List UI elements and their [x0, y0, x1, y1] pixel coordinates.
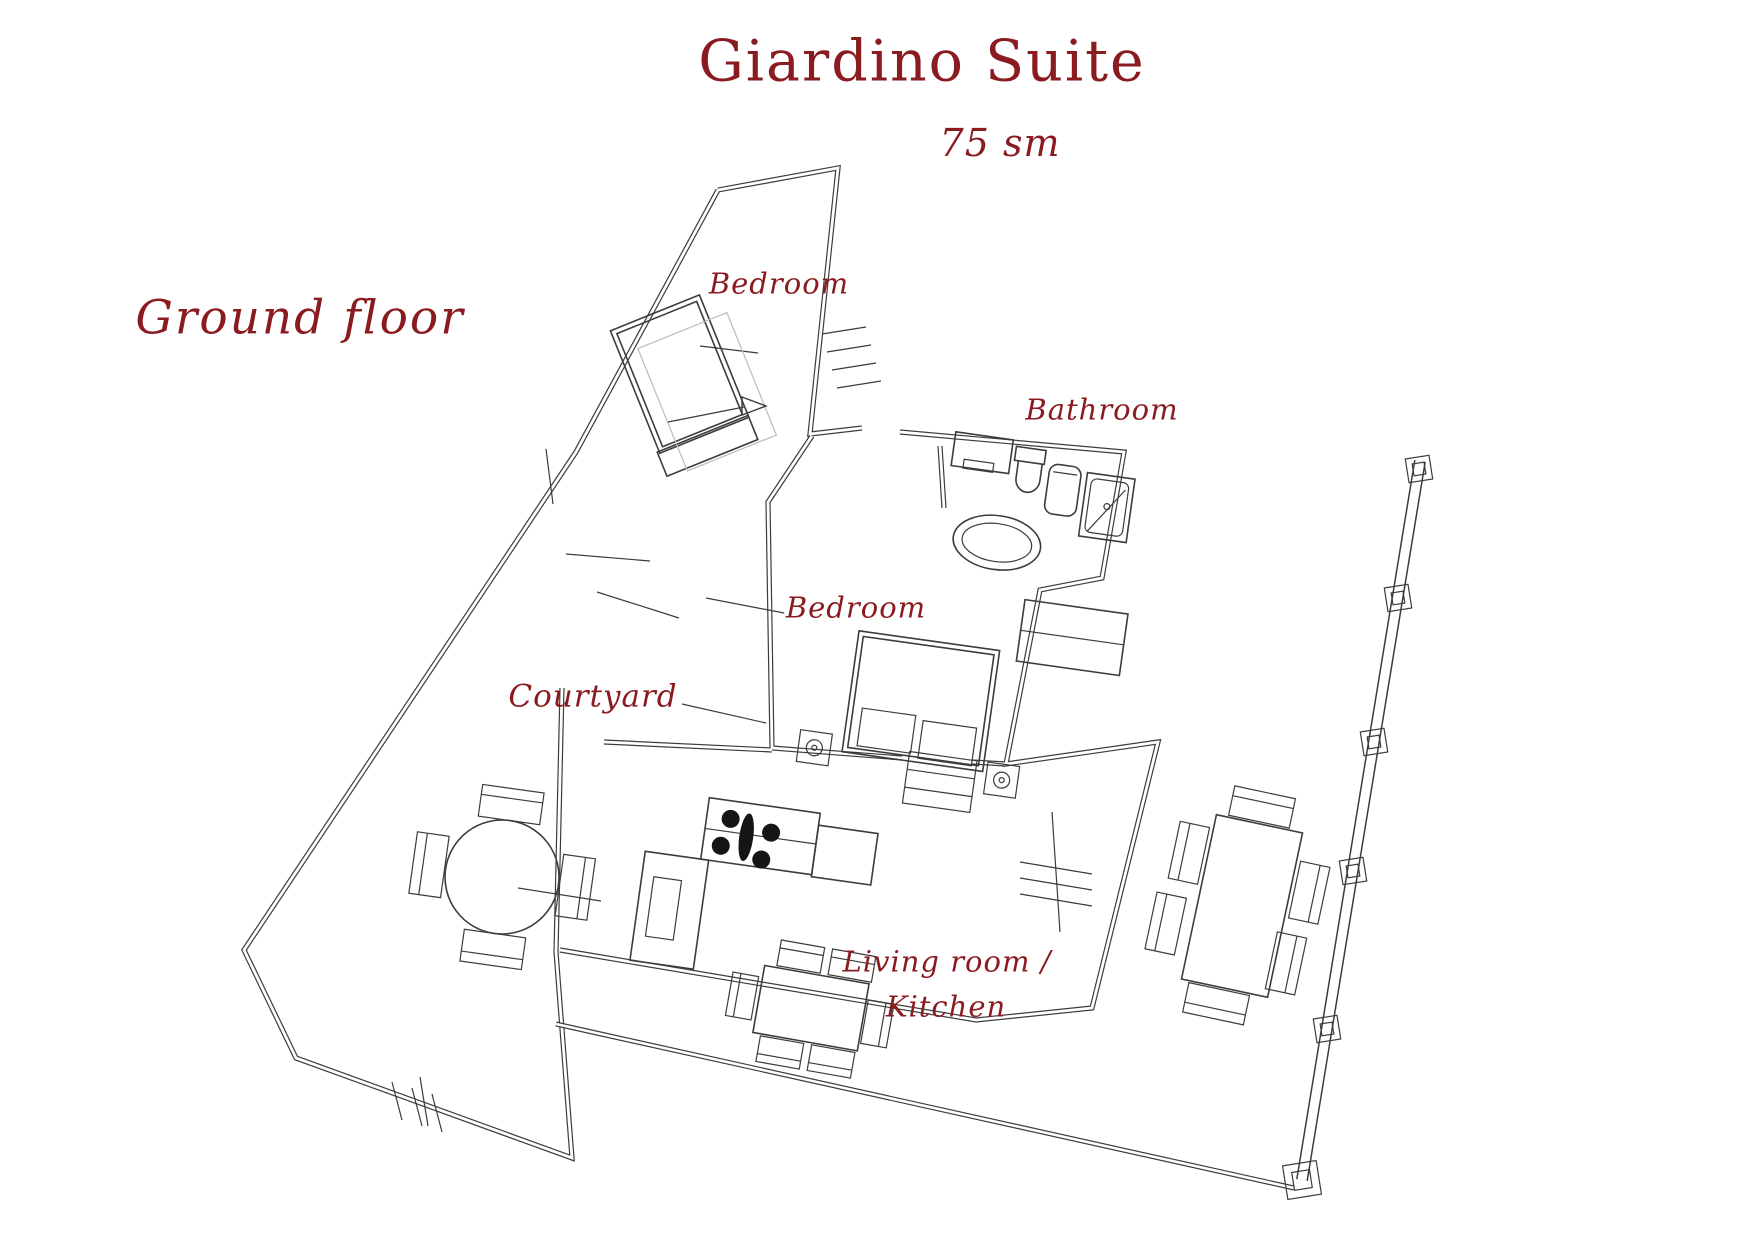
kitchen-block — [630, 790, 880, 992]
entrance-arrow-icon — [668, 397, 766, 422]
terrace-edge — [556, 1024, 1294, 1188]
fence-post-icon — [1405, 455, 1432, 482]
bidet-icon — [1043, 463, 1082, 517]
page-title: Giardino Suite — [698, 28, 1146, 95]
dresser-icon — [1016, 600, 1128, 676]
main-bedroom-furniture — [795, 571, 1128, 810]
dining-table-six-chairs-icon — [718, 933, 901, 1084]
room-label-living-line1: Living room / — [842, 944, 1052, 979]
fence-post-icon — [1283, 1161, 1322, 1200]
toilet-icon — [1010, 446, 1046, 494]
exterior-steps — [1020, 812, 1092, 932]
single-bed-icon — [609, 295, 758, 476]
floor-label: Ground floor — [135, 290, 465, 346]
ghost-bed-outline — [638, 313, 776, 471]
kitchen-counter-icon — [630, 802, 878, 992]
steps-icon — [902, 752, 977, 813]
room-label-courtyard: Courtyard — [508, 678, 678, 715]
shower-icon — [1079, 473, 1135, 543]
stove-four-burners-icon — [701, 798, 821, 876]
gate-hatch — [392, 1082, 442, 1132]
room-label-living-line2: Kitchen — [885, 989, 1007, 1024]
nightstand-icon — [796, 730, 832, 766]
round-table-four-chairs-icon — [400, 776, 603, 977]
room-label-bathroom: Bathroom — [1025, 392, 1179, 427]
room-label-bedroom-main: Bedroom — [785, 590, 927, 625]
steps-icon — [822, 327, 881, 388]
fence-post-icon — [1384, 584, 1411, 611]
outdoor-table-six-chairs-icon — [1134, 775, 1343, 1036]
fence-post-icon — [1360, 728, 1387, 755]
area-label: 75 sm — [939, 121, 1061, 165]
nightstand-icon — [984, 762, 1020, 798]
fence-post-icon — [1339, 857, 1366, 884]
bathroom-fixtures — [938, 432, 1138, 587]
washbasin-cabinet-icon — [951, 432, 1013, 475]
garden-fence — [1283, 455, 1433, 1199]
oval-sink-icon — [950, 510, 1045, 576]
fence-post-icon — [1313, 1015, 1340, 1042]
door-lines — [420, 346, 784, 1126]
room-label-bedroom-top: Bedroom — [708, 266, 850, 301]
double-bed-icon — [842, 631, 1000, 772]
